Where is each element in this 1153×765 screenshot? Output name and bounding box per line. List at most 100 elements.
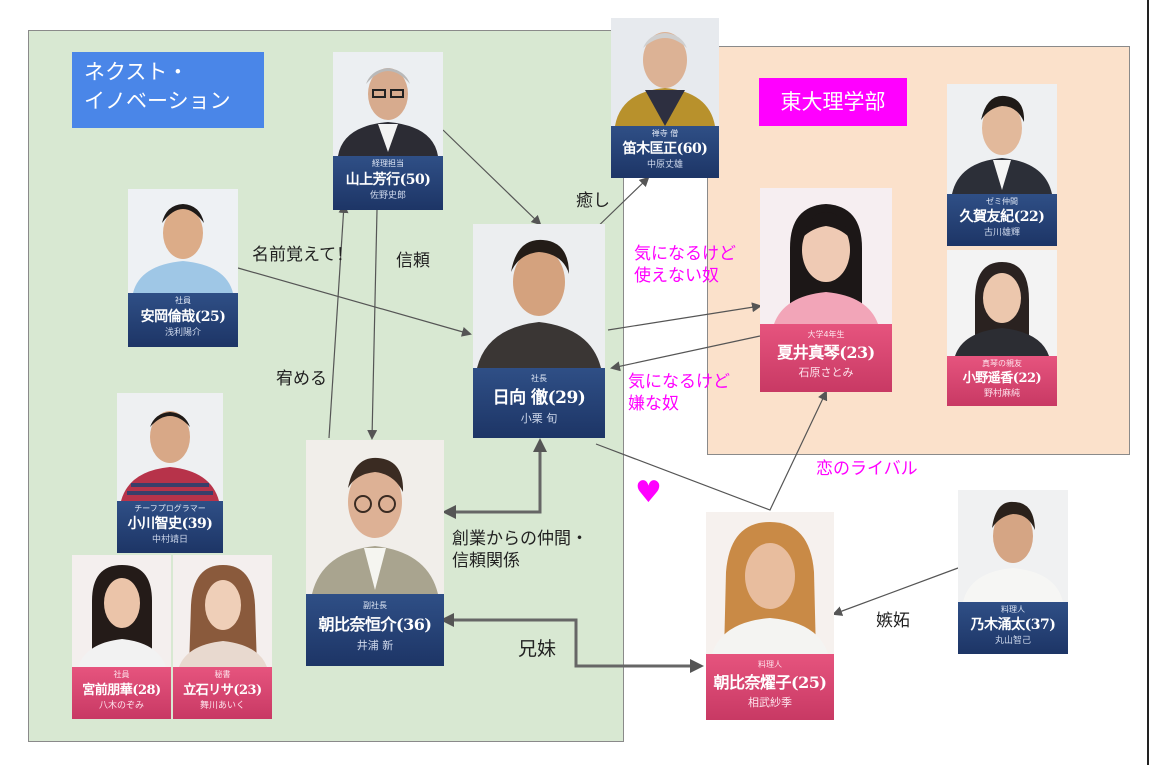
character-name: 乃木涌太(37) <box>970 617 1056 633</box>
nameplate-ono: 真琴の親友 小野遥香(22) 野村麻純 <box>947 356 1057 406</box>
relation-label-kyoudai: 兄妹 <box>518 639 557 660</box>
portrait-ono <box>947 250 1057 356</box>
card-natsui: 大学4年生 夏井真琴(23) 石原さとみ <box>760 188 892 392</box>
card-miyamae: 社員 宮前朋華(28) 八木のぞみ <box>72 555 171 719</box>
arrow-nogi-to-yoko <box>832 567 959 616</box>
group-label-line-1: ネクスト・ <box>84 60 189 84</box>
nameplate-yamagami: 経理担当 山上芳行(50) 佐野史郎 <box>333 156 443 210</box>
portrait-asahina-kosuke <box>306 440 444 594</box>
arrow-asahina-to-yamagami <box>328 203 349 439</box>
nameplate-ogawa: チーフプログラマー 小川智史(39) 中村靖日 <box>117 501 223 553</box>
arrow-yamagami-to-hinata <box>442 129 542 226</box>
relation-label-iyashi: 癒し <box>576 191 610 210</box>
portrait-asahina-yoko <box>706 512 834 654</box>
relation-label-shitto: 嫉妬 <box>876 611 910 630</box>
actor-name: 古川雄輝 <box>983 228 1020 238</box>
arrow-yasuoka-to-hinata <box>237 267 472 337</box>
relation-label-kininaru-iyana: 気になるけど 嫌な奴 <box>628 371 730 415</box>
arrow-siblings <box>440 613 704 673</box>
relation-line: 気になるけど <box>634 244 736 263</box>
relation-label-kininaru-tsukaenai: 気になるけど 使えない奴 <box>634 243 736 287</box>
card-asahina-yoko: 料理人 朝比奈燿子(25) 相武紗季 <box>706 512 834 720</box>
character-name: 山上芳行(50) <box>345 172 431 188</box>
nameplate-kuga: ゼミ仲間 久賀友紀(22) 古川雄輝 <box>947 194 1057 246</box>
role-label: 料理人 <box>1001 605 1025 614</box>
nameplate-asahina-yoko: 料理人 朝比奈燿子(25) 相武紗季 <box>706 654 834 720</box>
arrow-hinata-to-natsui <box>607 302 762 331</box>
relation-line: 信頼関係 <box>452 551 520 570</box>
arrow-yamagami-to-asahina <box>367 209 378 440</box>
actor-name: 井浦 新 <box>356 639 394 652</box>
relation-line: 気になるけど <box>628 372 730 391</box>
portrait-ogawa <box>117 393 223 501</box>
role-label: 秘書 <box>214 670 231 679</box>
actor-name: 佐野史郎 <box>369 191 406 201</box>
character-name: 宮前朋華(28) <box>82 683 161 698</box>
portrait-nogi <box>958 490 1068 602</box>
relation-label-namae: 名前覚えて！ <box>252 245 354 264</box>
character-name: 安岡倫哉(25) <box>140 309 226 325</box>
nameplate-miyamae: 社員 宮前朋華(28) 八木のぞみ <box>72 667 171 719</box>
card-tateishi: 秘書 立石リサ(23) 舞川あいく <box>173 555 272 719</box>
character-name: 朝比奈燿子(25) <box>713 673 827 692</box>
role-label: 社員 <box>113 670 130 679</box>
portrait-yamagami <box>333 52 443 156</box>
relation-label-nadameru: 宥める <box>276 369 327 388</box>
relation-label-koi-rival: 恋のライバル <box>816 459 918 478</box>
card-asahina-kosuke: 副社長 朝比奈恒介(36) 井浦 新 <box>306 440 444 666</box>
card-ogawa: チーフプログラマー 小川智史(39) 中村靖日 <box>117 393 223 553</box>
actor-name: 丸山智己 <box>994 636 1031 646</box>
nameplate-yasuoka: 社員 安岡倫哉(25) 浅利陽介 <box>128 293 238 347</box>
nameplate-natsui: 大学4年生 夏井真琴(23) 石原さとみ <box>760 324 892 392</box>
card-fueki: 禅寺 僧 笛木匡正(60) 中原丈雄 <box>611 18 719 178</box>
nameplate-nogi: 料理人 乃木涌太(37) 丸山智己 <box>958 602 1068 654</box>
actor-name: 小栗 旬 <box>520 412 558 425</box>
relation-label-sougyou: 創業からの仲間・ 信頼関係 <box>452 528 588 572</box>
nameplate-fueki: 禅寺 僧 笛木匡正(60) 中原丈雄 <box>611 126 719 178</box>
heart-icon: ♥ <box>635 475 662 510</box>
nameplate-asahina-kosuke: 副社長 朝比奈恒介(36) 井浦 新 <box>306 594 444 666</box>
portrait-yasuoka <box>128 189 238 293</box>
card-nogi: 料理人 乃木涌太(37) 丸山智己 <box>958 490 1068 654</box>
character-name: 久賀友紀(22) <box>959 209 1045 225</box>
relation-line: 創業からの仲間・ <box>452 529 588 548</box>
card-kuga: ゼミ仲間 久賀友紀(22) 古川雄輝 <box>947 84 1057 246</box>
group-label-todai: 東大理学部 <box>759 78 907 126</box>
portrait-tateishi <box>173 555 272 667</box>
character-name: 日向 徹(29) <box>492 388 586 408</box>
role-label: 社長 <box>531 374 547 383</box>
portrait-hinata <box>473 224 605 368</box>
role-label: 大学4年生 <box>807 330 845 339</box>
role-label: ゼミ仲間 <box>986 197 1018 206</box>
character-name: 小野遥香(22) <box>962 371 1042 386</box>
card-ono: 真琴の親友 小野遥香(22) 野村麻純 <box>947 250 1057 406</box>
character-name: 朝比奈恒介(36) <box>318 615 432 634</box>
role-label: 副社長 <box>363 601 387 610</box>
role-label: 料理人 <box>758 660 782 669</box>
portrait-miyamae <box>72 555 171 667</box>
character-name: 小川智史(39) <box>127 516 213 532</box>
relation-line: 使えない奴 <box>634 266 719 285</box>
card-yamagami: 経理担当 山上芳行(50) 佐野史郎 <box>333 52 443 210</box>
actor-name: 石原さとみ <box>798 366 854 379</box>
actor-name: 浅利陽介 <box>164 328 201 338</box>
role-label: チーフプログラマー <box>134 504 206 513</box>
actor-name: 中村靖日 <box>151 535 188 545</box>
portrait-natsui <box>760 188 892 324</box>
relation-label-shinrai: 信頼 <box>396 251 430 270</box>
portrait-kuga <box>947 84 1057 194</box>
nameplate-hinata: 社長 日向 徹(29) 小栗 旬 <box>473 368 605 438</box>
card-hinata: 社長 日向 徹(29) 小栗 旬 <box>473 224 605 438</box>
group-label-line-2: イノベーション <box>84 89 231 113</box>
group-label-next-innovation: ネクスト・ イノベーション <box>72 52 264 128</box>
actor-name: 八木のぞみ <box>98 701 144 711</box>
actor-name: 野村麻純 <box>983 389 1020 399</box>
role-label: 経理担当 <box>372 159 404 168</box>
role-label: 真琴の親友 <box>982 359 1022 368</box>
relation-line: 嫌な奴 <box>628 394 679 413</box>
card-yasuoka: 社員 安岡倫哉(25) 浅利陽介 <box>128 189 238 347</box>
role-label: 社員 <box>175 296 191 305</box>
arrow-natsui-to-hinata <box>610 335 761 372</box>
arrow-yoko-hinata-natsui <box>595 390 828 511</box>
